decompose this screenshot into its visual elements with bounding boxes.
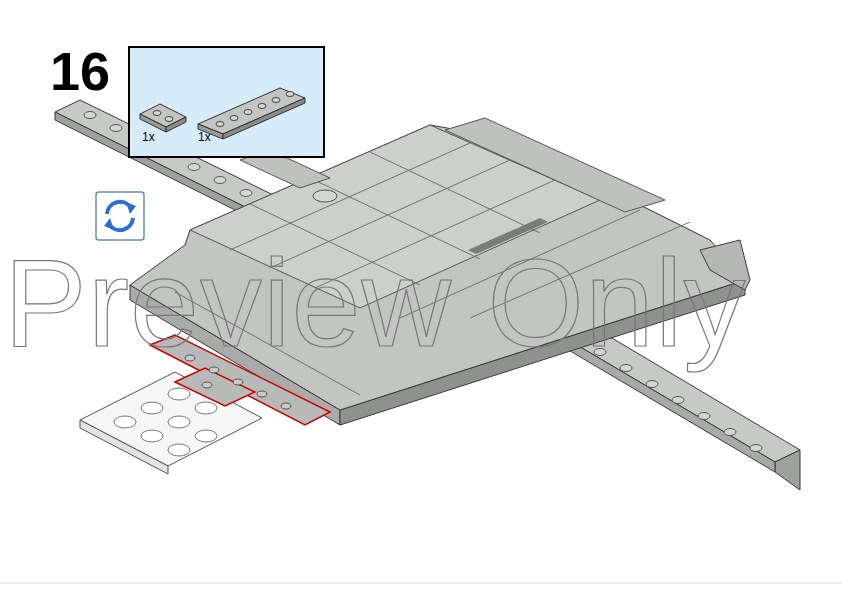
watermark: Preview Only — [4, 232, 746, 374]
part-icons — [130, 48, 323, 156]
part-quantity: 1x — [198, 130, 211, 144]
footer-rule — [0, 583, 842, 584]
rotate-icon — [96, 192, 144, 240]
top-plate — [445, 118, 665, 212]
stud — [313, 190, 337, 202]
studs — [114, 388, 217, 456]
part-quantity: 1x — [142, 130, 155, 144]
rotate-arrowhead — [104, 218, 114, 230]
parts-callout: 1x 1x — [128, 46, 325, 158]
new-part-1x2 — [175, 368, 255, 406]
step-number: 16 — [50, 40, 110, 102]
beam-plate-side — [775, 450, 800, 490]
rotate-arrowhead — [126, 202, 136, 214]
